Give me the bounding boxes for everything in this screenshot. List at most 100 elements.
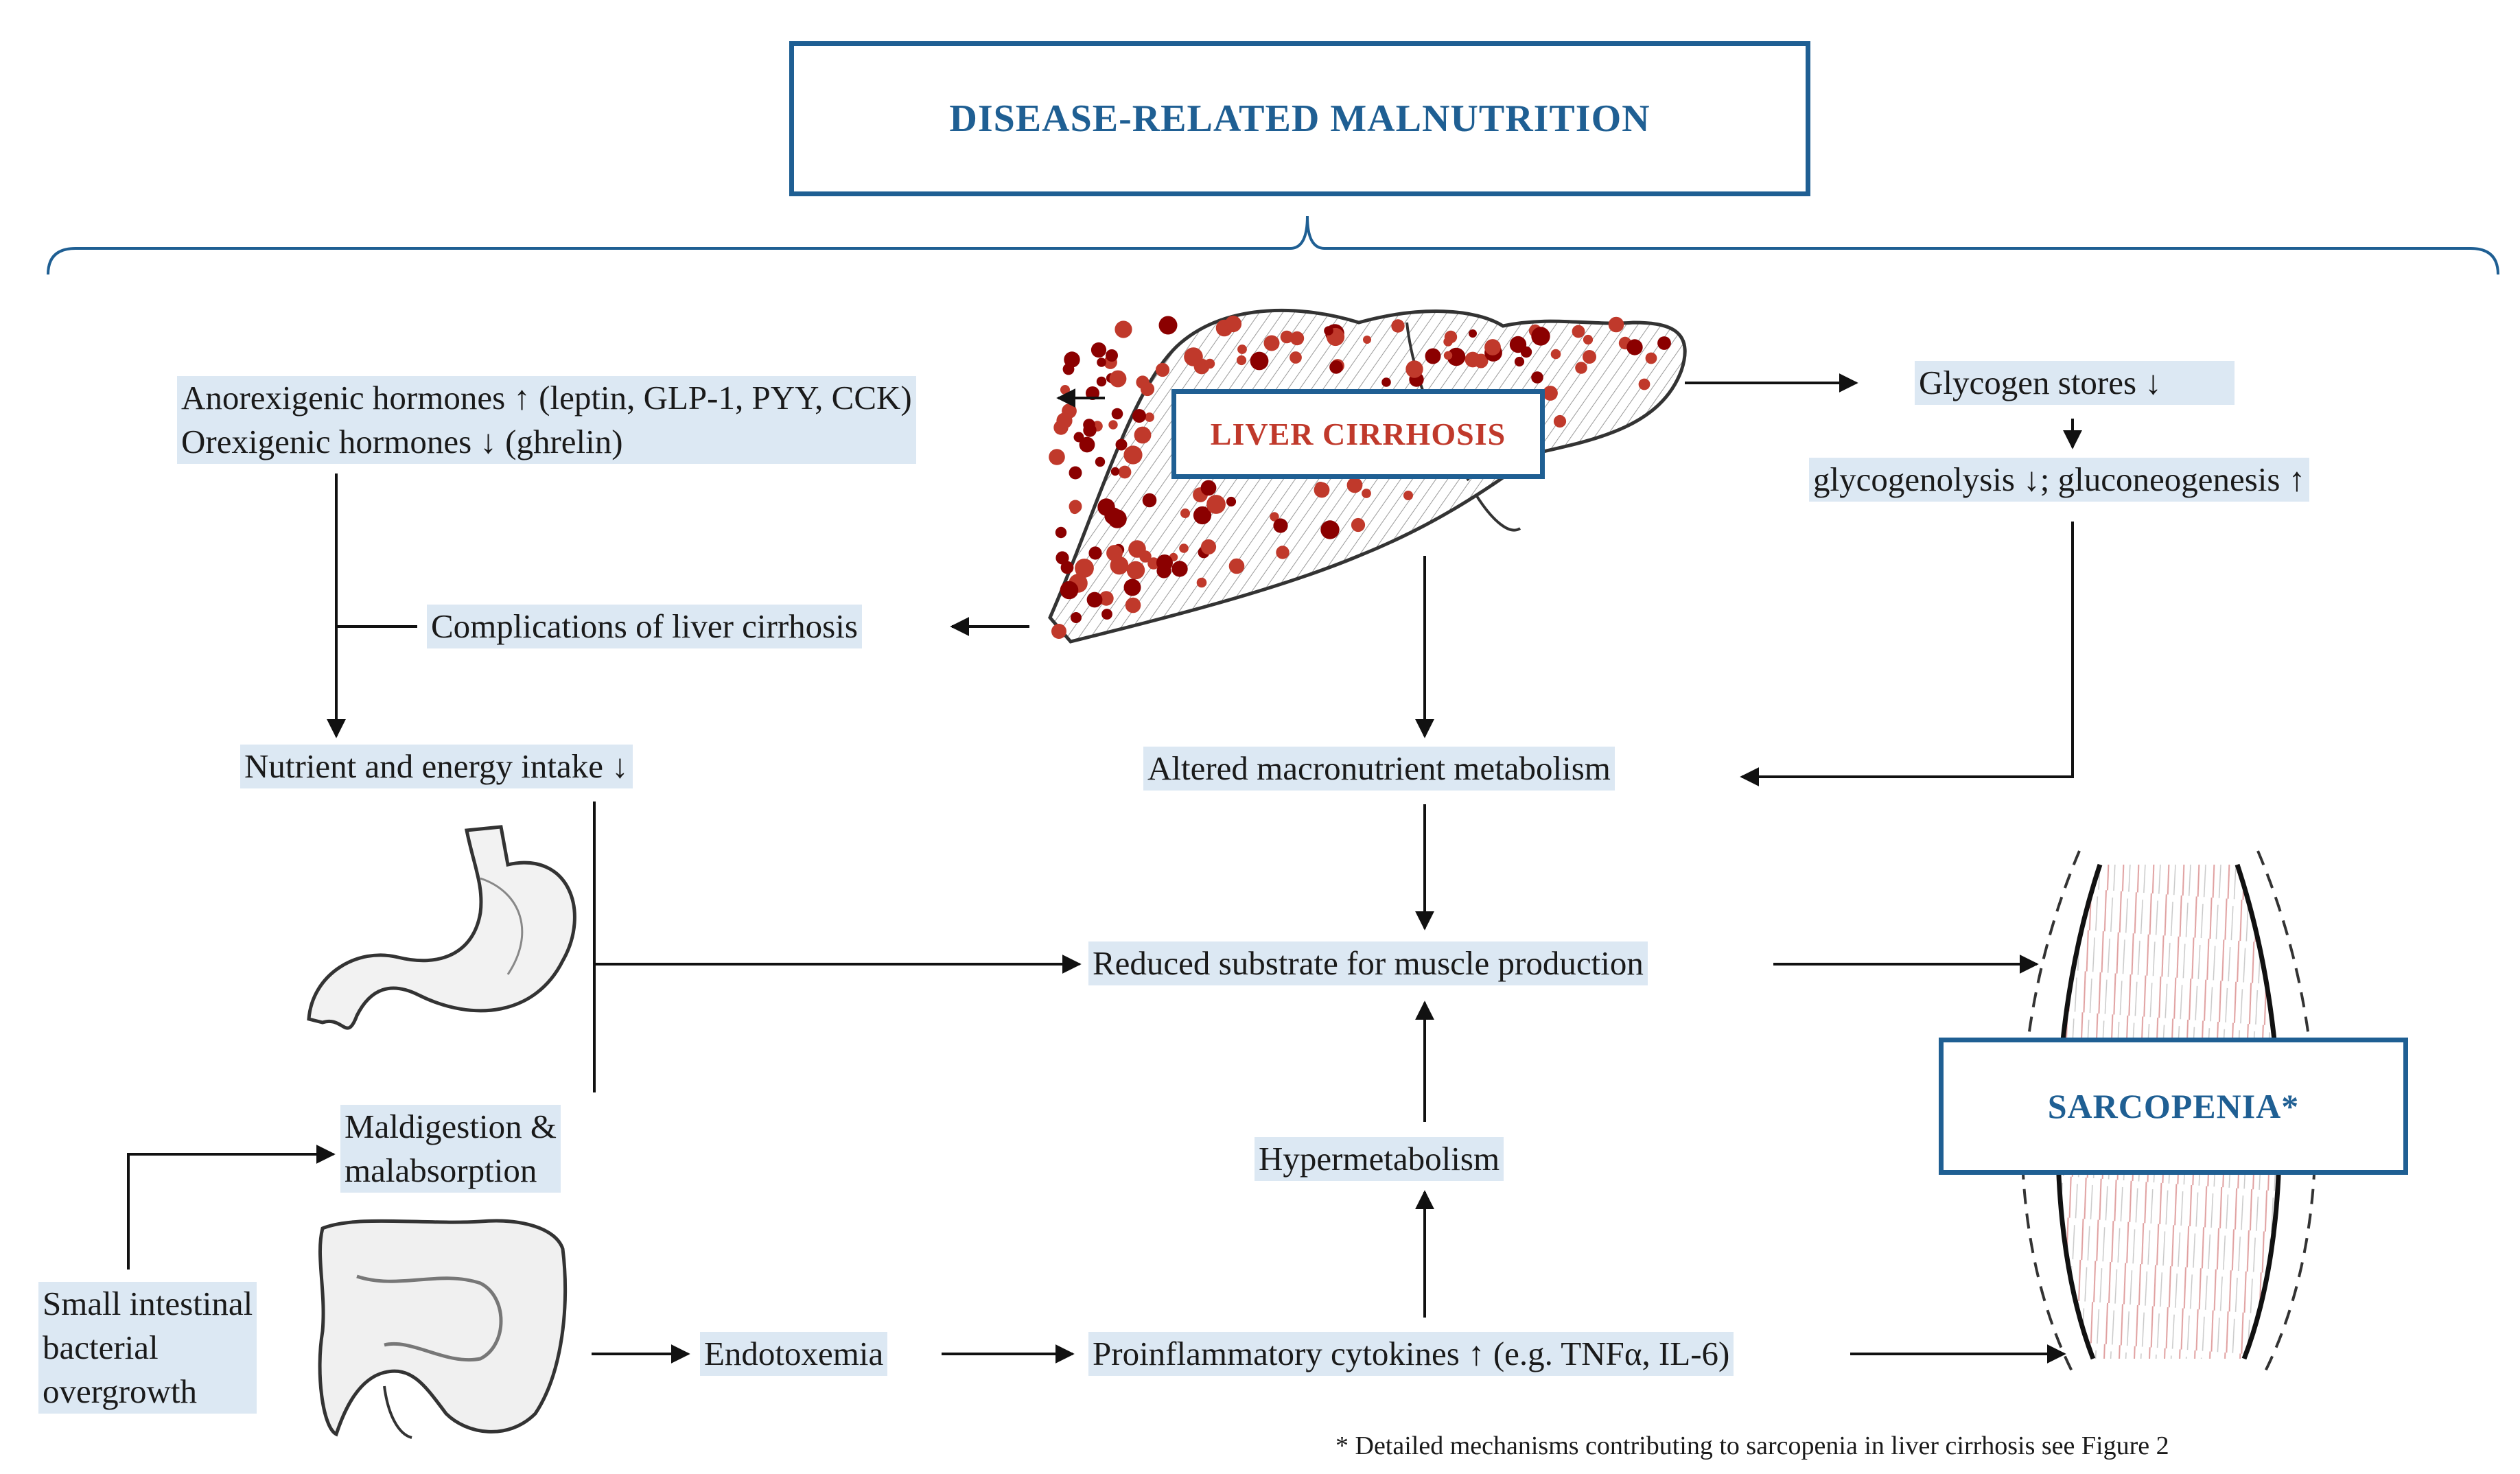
connectors: [127, 373, 2082, 1364]
liver-nodule: [1362, 489, 1371, 498]
maldigestion-label: Maldigestion & malabsorption: [340, 1105, 561, 1193]
liver-nodule: [1280, 330, 1294, 344]
hormones-label: Anorexigenic hormones ↑ (leptin, GLP-1, …: [177, 376, 916, 464]
liver-nodule: [1158, 316, 1178, 335]
liver-nodule: [1104, 507, 1122, 525]
liver-nodule: [1346, 477, 1363, 493]
liver-nodule: [1123, 445, 1143, 465]
liver-cirrhosis-box: LIVER CIRRHOSIS: [1171, 389, 1545, 479]
liver-nodule: [1193, 506, 1212, 525]
liver-nodule: [1118, 465, 1132, 479]
liver-nodule: [1123, 578, 1141, 596]
cytokines-label: Proinflammatory cytokines ↑ (e.g. TNFα, …: [1088, 1332, 1734, 1376]
liver-nodule: [1115, 438, 1128, 451]
liver-nodule: [1626, 339, 1643, 355]
complications-label: Complications of liver cirrhosis: [427, 605, 862, 648]
liver-nodule: [1088, 546, 1102, 560]
liver-nodule: [1083, 419, 1095, 431]
liver-nodule: [1531, 371, 1543, 384]
liver-nodule: [1250, 351, 1269, 371]
sarcopenia-text: SARCOPENIA*: [2047, 1087, 2300, 1125]
liver-nodule: [1060, 385, 1070, 395]
liver-nodule: [1090, 342, 1107, 358]
liver-nodule: [1134, 426, 1152, 444]
liver-nodule: [1351, 517, 1366, 533]
liver-nodule: [1106, 349, 1118, 362]
liver-nodule: [1145, 412, 1154, 422]
liver-nodule: [1465, 351, 1481, 368]
liver-nodule: [1638, 378, 1650, 390]
liver-nodule: [1096, 376, 1107, 387]
liver-nodule: [1224, 315, 1242, 333]
hormones-line1: Anorexigenic hormones ↑ (leptin, GLP-1, …: [181, 379, 912, 417]
liver-nodule: [1139, 550, 1152, 563]
liver-nodule: [1236, 355, 1247, 366]
liver-nodule: [1071, 612, 1082, 623]
glycogenolysis-label: glycogenolysis ↓; gluconeogenesis ↑: [1809, 458, 2310, 502]
liver-nodule: [1069, 466, 1082, 480]
liver-nodule: [1228, 558, 1245, 574]
liver-nodule: [1608, 316, 1624, 333]
liver-nodule: [1126, 561, 1145, 580]
liver-nodule: [1095, 456, 1106, 467]
liver-nodule: [1125, 597, 1141, 613]
title-box: DISEASE-RELATED MALNUTRITION: [789, 41, 1810, 196]
liver-nodule: [1403, 491, 1413, 500]
hormones-line2: Orexigenic hormones ↓ (ghrelin): [181, 423, 623, 460]
top-brace: [47, 215, 2499, 275]
liver-nodule: [1469, 329, 1477, 338]
liver-nodule: [1101, 609, 1112, 620]
liver-nodule: [1270, 512, 1279, 522]
liver-nodule: [1101, 594, 1110, 604]
liver-nodule: [1553, 414, 1567, 428]
liver-nodule: [1657, 336, 1671, 350]
altered-metabolism-label: Altered macronutrient metabolism: [1143, 747, 1615, 791]
liver-nodule: [1184, 347, 1203, 366]
liver-nodule: [1575, 362, 1587, 374]
reduced-substrate-label: Reduced substrate for muscle production: [1088, 941, 1648, 985]
liver-nodule: [1273, 518, 1288, 533]
liver-nodule: [1645, 352, 1657, 364]
liver-nodule: [1111, 408, 1123, 420]
sarcopenia-box: SARCOPENIA*: [1939, 1038, 2408, 1175]
liver-nodule: [1171, 561, 1188, 577]
liver-nodule: [1583, 350, 1596, 364]
nutrient-intake-label: Nutrient and energy intake ↓: [240, 745, 633, 788]
liver-nodule: [1315, 482, 1326, 493]
liver-nodule: [1109, 370, 1127, 388]
stomach-illustration: [307, 825, 576, 1030]
liver-nodule: [1320, 520, 1340, 539]
liver-nodule: [1531, 327, 1550, 346]
endotoxemia-label: Endotoxemia: [700, 1332, 888, 1376]
liver-nodule: [1543, 386, 1558, 401]
liver-nodule: [1106, 545, 1123, 561]
liver-nodule: [1447, 347, 1466, 366]
liver-nodule: [1142, 493, 1157, 508]
liver-nodule: [1200, 480, 1217, 496]
liver-nodule: [1572, 325, 1585, 338]
liver-cirrhosis-text: LIVER CIRRHOSIS: [1210, 417, 1506, 452]
liver-nodule: [1381, 377, 1391, 387]
liver-nodule: [1514, 356, 1525, 367]
liver-nodule: [1056, 412, 1073, 429]
liver-nodule: [1263, 335, 1280, 351]
liver-nodule: [1179, 543, 1189, 553]
liver-nodule: [1206, 495, 1226, 514]
liver-nodule: [1324, 326, 1333, 336]
liver-nodule: [1147, 557, 1160, 570]
liver-nodule: [1069, 504, 1080, 515]
liver-nodule: [1055, 551, 1069, 565]
liver-nodule: [1055, 526, 1067, 539]
liver-nodule: [1073, 432, 1084, 443]
liver-nodule: [1290, 351, 1302, 364]
liver-nodule: [1155, 362, 1170, 377]
liver-nodule: [1509, 336, 1527, 353]
liver-nodule: [1140, 382, 1155, 397]
liver-nodule: [1180, 508, 1190, 518]
liver-nodule: [1115, 320, 1132, 338]
liver-nodule: [1443, 337, 1453, 347]
liver-nodule: [1110, 467, 1120, 476]
liver-nodule: [1237, 344, 1247, 354]
liver-nodule: [1329, 360, 1343, 374]
